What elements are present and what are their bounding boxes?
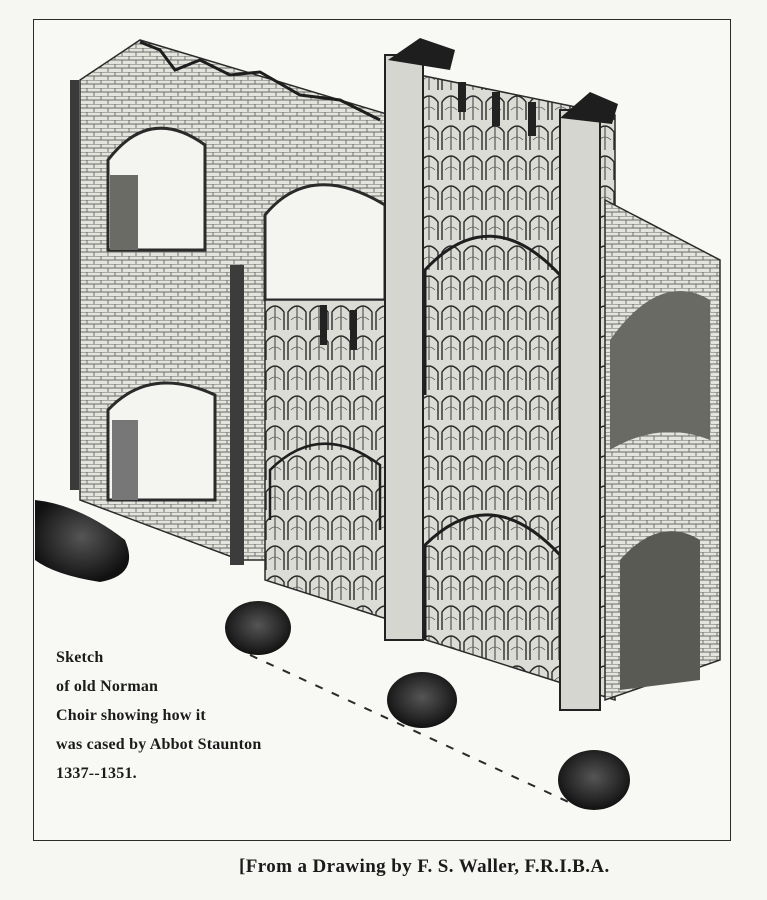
caption-line: Choir showing how it [56,707,206,724]
caption-line: 1337--1351. [56,765,137,782]
sketch-caption: Sketch of old Norman Choir showing how i… [56,643,261,788]
pillar-base-3 [558,750,630,810]
floor-dotted-line [249,654,576,806]
right-aisle [604,198,721,702]
drawing-credit: [From a Drawing by F. S. Waller, F.R.I.B… [239,856,610,877]
caption-line: of old Norman [56,678,159,695]
gothic-screen [264,38,618,711]
caption-line: Sketch [56,649,104,666]
pillar-base-1 [225,601,291,655]
caption-line: was cased by Abbot Staunton [56,736,262,753]
pillar-base-2 [387,672,457,728]
pillar-fragment [35,500,130,582]
